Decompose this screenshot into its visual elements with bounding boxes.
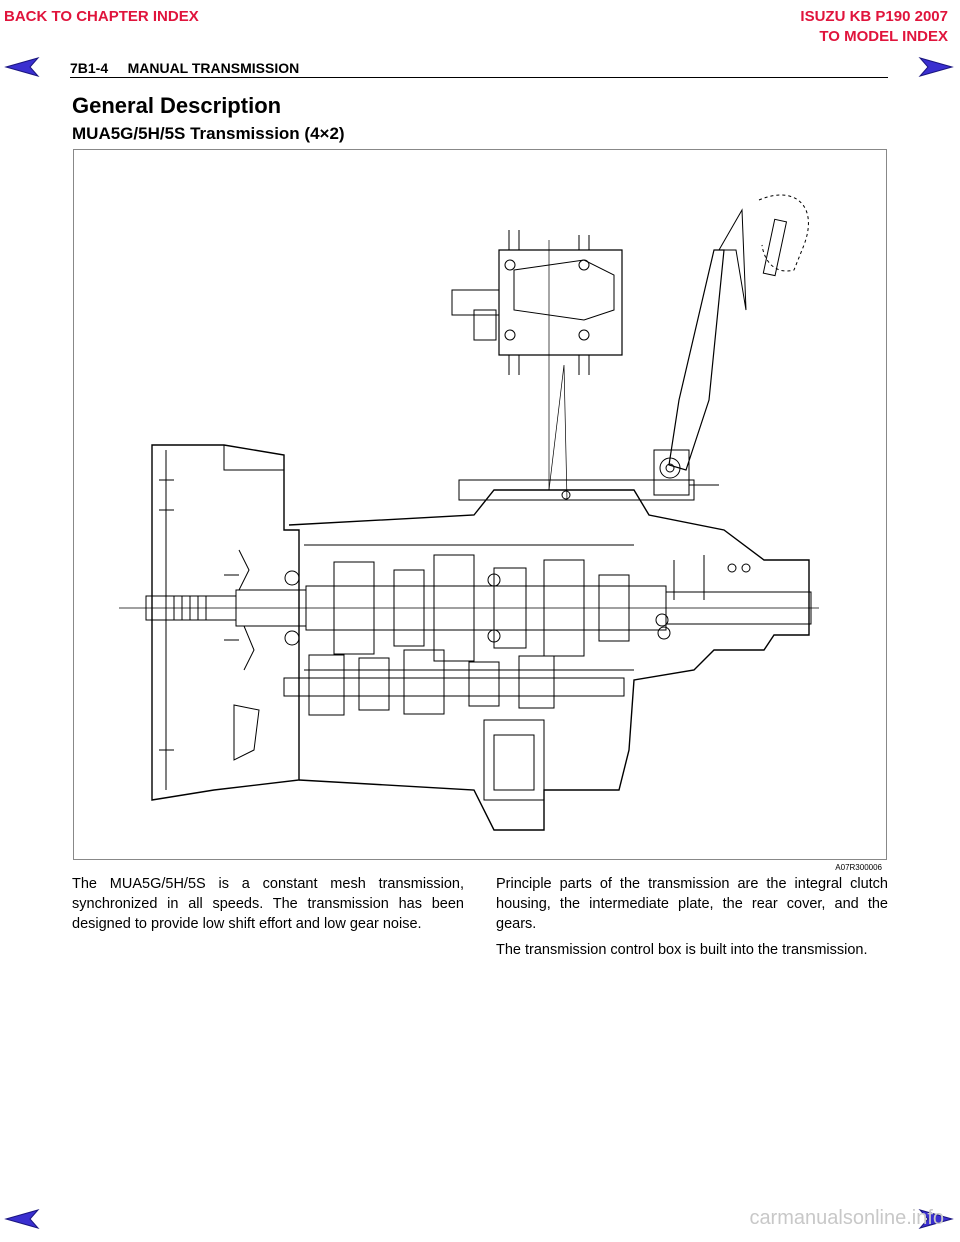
model-title-link[interactable]: ISUZU KB P190 2007 xyxy=(800,8,948,25)
control-box-paragraph: The transmission control box is built in… xyxy=(496,942,868,958)
header-divider xyxy=(70,77,888,78)
description-left-column: The MUA5G/5H/5S is a constant mesh trans… xyxy=(72,874,464,940)
figure-code: A07R300006 xyxy=(835,863,882,872)
back-to-chapter-index-link[interactable]: BACK TO CHAPTER INDEX xyxy=(4,8,199,25)
page-header: 7B1-4 MANUAL TRANSMISSION xyxy=(70,60,300,76)
transmission-cross-section-figure: A07R300006 xyxy=(73,149,887,872)
section-subtitle: MUA5G/5H/5S Transmission (4×2) xyxy=(72,124,345,143)
next-page-arrow-bottom-icon[interactable] xyxy=(918,1208,954,1230)
next-page-arrow-icon[interactable] xyxy=(918,56,954,78)
description-right-column: Principle parts of the transmission are … xyxy=(496,874,888,966)
principal-parts-paragraph: Principle parts of the transmission are … xyxy=(496,876,888,932)
watermark: carmanualsonline.info xyxy=(749,1207,944,1229)
previous-page-arrow-icon[interactable] xyxy=(4,56,40,78)
section-title: General Description xyxy=(72,93,282,118)
intro-paragraph: The MUA5G/5H/5S is a constant mesh trans… xyxy=(72,876,464,932)
to-model-index-link[interactable]: TO MODEL INDEX xyxy=(819,28,948,45)
transmission-drawing xyxy=(119,194,819,831)
previous-page-arrow-bottom-icon[interactable] xyxy=(4,1208,40,1230)
